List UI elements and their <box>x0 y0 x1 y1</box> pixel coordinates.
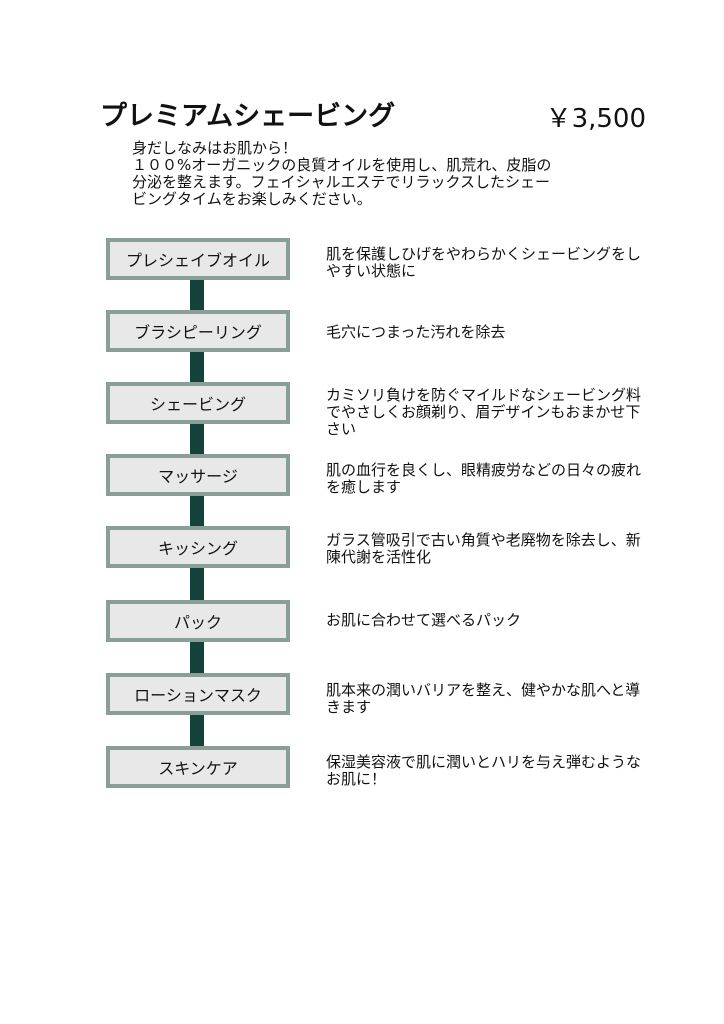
intro-line: １００%オーガニックの良質オイルを使用し、肌荒れ、皮脂の <box>132 156 552 174</box>
step-description: 肌の血行を良くし、眼精疲労などの日々の疲れを癒します <box>326 461 642 496</box>
step-box: ローションマスク <box>106 673 290 715</box>
intro-line: 分泌を整えます。フェイシャルエステでリラックスしたシェー <box>132 173 551 191</box>
step-description: カミソリ負けを防ぐマイルドなシェービング料でやさしくお顔剃り、眉デザインもおまか… <box>326 386 642 438</box>
step-box: ブラシピーリング <box>106 310 290 352</box>
intro-text: 身だしなみはお肌から！ １００%オーガニックの良質オイルを使用し、肌荒れ、皮脂の… <box>132 140 632 208</box>
intro-line: ビングタイムをお楽しみください。 <box>132 190 372 208</box>
step-box: プレシェイブオイル <box>106 238 290 280</box>
price: ￥3,500 <box>545 104 646 134</box>
intro-line: 身だしなみはお肌から！ <box>132 139 298 157</box>
step-description: ガラス管吸引で古い角質や老廃物を除去し、新陳代謝を活性化 <box>326 531 641 566</box>
step-description: お肌に合わせて選べるパック <box>326 611 522 629</box>
step-description: 毛穴につまった汚れを除去 <box>326 323 506 341</box>
step-box: キッシング <box>106 526 290 568</box>
step-box: マッサージ <box>106 454 290 496</box>
step-box: パック <box>106 600 290 642</box>
step-description: 保湿美容液で肌に潤いとハリを与え弾むようなお肌に！ <box>326 753 642 788</box>
step-description: 肌を保護しひげをやわらかくシェービングをしやすい状態に <box>326 245 642 280</box>
step-box: スキンケア <box>106 746 290 788</box>
page-title: プレミアムシェービング <box>100 101 396 132</box>
step-box: シェービング <box>106 382 290 424</box>
step-description: 肌本来の潤いバリアを整え、健やかな肌へと導きます <box>326 681 641 716</box>
